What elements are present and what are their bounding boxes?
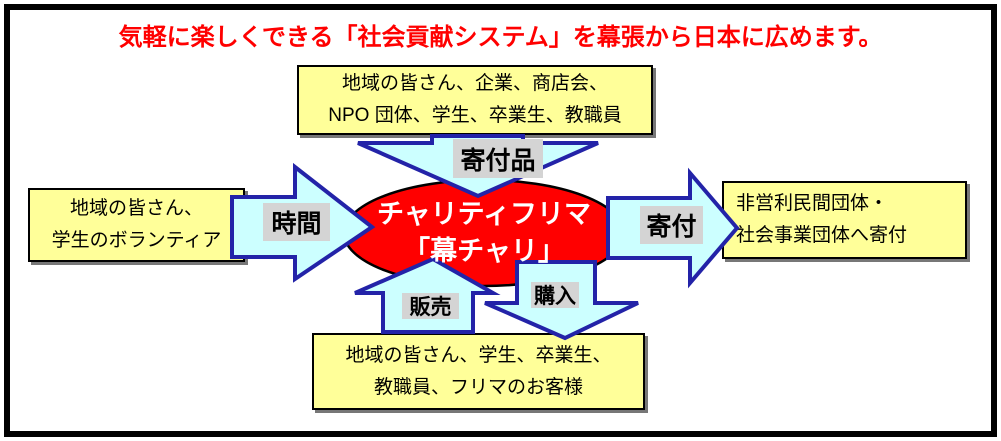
- recipients-box-line1: 非営利民間団体・: [736, 193, 889, 214]
- volunteers-box-line1: 地域の皆さん、: [69, 198, 203, 219]
- center-ellipse-line2: 「幕チャリ」: [403, 236, 565, 266]
- center-ellipse-line1: チャリティフリマ: [376, 199, 592, 229]
- donated-goods-label: 寄付品: [453, 139, 543, 178]
- donors-box-line1: 地域の皆さん、企業、商店会、: [341, 73, 608, 94]
- customers-box: 地域の皆さん、学生、卒業生、 教職員、フリマのお客様: [312, 333, 645, 410]
- purchase-label: 購入: [531, 282, 579, 308]
- donors-box: 地域の皆さん、企業、商店会、 NPO 団体、学生、卒業生、教職員: [297, 65, 653, 135]
- customers-box-line2: 教職員、フリマのお客様: [373, 376, 583, 398]
- donation-label: 寄付: [640, 206, 703, 244]
- donors-box-line2: NPO 団体、学生、卒業生、教職員: [328, 105, 622, 126]
- diagram-title: 気軽に楽しくできる「社会貢献システム」を幕張から日本に広めます。: [118, 24, 883, 51]
- sales-label: 販売: [402, 293, 459, 319]
- volunteers-box-line2: 学生のボランティア: [51, 230, 222, 251]
- volunteers-box: 地域の皆さん、 学生のボランティア: [28, 188, 245, 262]
- recipients-box-line2: 社会事業団体へ寄付: [736, 225, 908, 246]
- time-label: 時間: [263, 203, 330, 241]
- customers-box-line1: 地域の皆さん、学生、卒業生、: [345, 344, 612, 366]
- center-ellipse-title: チャリティフリマ 「幕チャリ」: [334, 182, 634, 284]
- recipients-box: 非営利民間団体・ 社会事業団体へ寄付: [722, 181, 967, 259]
